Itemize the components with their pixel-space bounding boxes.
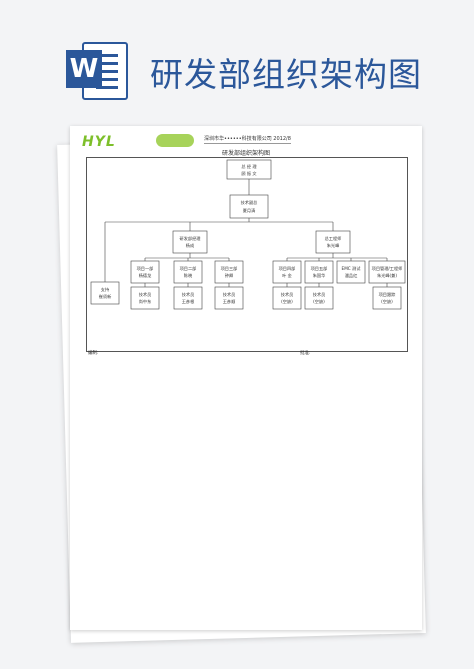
header-banner: W 研发部组织架构图 xyxy=(0,0,474,118)
node-root-line2: 顾 振 文 xyxy=(241,170,257,177)
document-title: 研发部组织架构图 xyxy=(221,150,270,157)
node-tech2-line2: 王彦根 xyxy=(182,298,195,305)
node-director-line1: 技术副总 xyxy=(241,199,258,206)
word-icon: W xyxy=(66,40,128,100)
node-tech1-line2: 尚中东 xyxy=(139,298,152,305)
org-chart-frame: 总 经 理 顾 振 文 技术副总 夏月清 研发部经理 杨成 总工程师 朱光峰 支… xyxy=(86,157,408,352)
node-rd-manager: 研发部经理 杨成 xyxy=(172,230,208,254)
node-ce1-staff-line2: (空缺) xyxy=(281,298,293,305)
node-tech3-line2: 王彦顺 xyxy=(223,298,236,305)
node-ce3: EMC 测试 潘品红 xyxy=(336,260,366,284)
node-root-line1: 总 经 理 xyxy=(241,163,257,169)
footer-prepared-by: 编制: xyxy=(88,351,99,356)
node-ce3-line1: EMC 测试 xyxy=(342,265,362,272)
node-tech2: 技术员 王彦根 xyxy=(173,286,203,310)
page-title: 研发部组织架构图 xyxy=(150,55,422,94)
node-ce4-staff-line2: (空缺) xyxy=(381,298,393,305)
node-ce4-line2: 朱光峰(兼) xyxy=(377,272,397,279)
node-tech1: 技术员 尚中东 xyxy=(130,286,160,310)
node-ce2-line1: 项目五部 xyxy=(311,265,328,272)
node-ce1-staff-line1: 技术员 xyxy=(281,291,294,298)
node-ce2-staff: 技术员 (空缺) xyxy=(304,286,334,310)
node-root: 总 经 理 顾 振 文 xyxy=(226,159,272,180)
node-tech3: 技术员 王彦顺 xyxy=(214,286,244,310)
node-ce4-line1: 项目管理/工程师 xyxy=(372,265,403,272)
node-director: 技术副总 夏月清 xyxy=(229,194,269,219)
node-pm3: 项目三部 钟卿 xyxy=(214,260,244,284)
node-pm3-line2: 钟卿 xyxy=(225,272,233,279)
node-sales-line1: 支持 xyxy=(101,286,109,293)
node-pm2: 项目二部 陈晓 xyxy=(173,260,203,284)
node-ce1-staff: 技术员 (空缺) xyxy=(272,286,302,310)
node-ce2-line2: 朱国华 xyxy=(313,272,326,279)
node-ce2-staff-line1: 技术员 xyxy=(313,291,326,298)
node-ce2-staff-line2: (空缺) xyxy=(313,298,325,305)
node-ce3-line2: 潘品红 xyxy=(345,272,358,279)
org-chart: 总 经 理 顾 振 文 技术副总 夏月清 研发部经理 杨成 总工程师 朱光峰 支… xyxy=(90,159,406,310)
node-ce4-staff: 项目跟踪 (空缺) xyxy=(372,286,402,310)
node-chief-engineer-line1: 总工程师 xyxy=(325,235,342,242)
node-ce4-staff-line1: 项目跟踪 xyxy=(379,291,397,298)
logo-leaf-icon xyxy=(156,134,194,147)
document-page: HYL 深圳市华••••••科技有限公司 2012/8 研发部组织架构图 xyxy=(70,126,422,630)
node-tech3-line1: 技术员 xyxy=(223,291,236,298)
node-rd-manager-line2: 杨成 xyxy=(186,242,194,249)
org-connectors xyxy=(104,179,388,287)
node-pm1-line2: 杨德龙 xyxy=(139,272,152,279)
node-ce1: 项目四部 叶 金 xyxy=(272,260,302,284)
node-ce1-line2: 叶 金 xyxy=(282,272,293,279)
node-ce1-line1: 项目四部 xyxy=(279,265,296,272)
node-pm1-line1: 项目一部 xyxy=(137,265,154,272)
footer-approved-by: 批准: xyxy=(300,351,311,356)
node-tech2-line1: 技术员 xyxy=(182,291,195,298)
node-chief-engineer: 总工程师 朱光峰 xyxy=(315,230,351,254)
node-sales: 支持 崔须新 xyxy=(90,281,120,305)
company-logo: HYL xyxy=(82,134,116,150)
node-chief-engineer-line2: 朱光峰 xyxy=(327,242,340,249)
node-director-line2: 夏月清 xyxy=(243,207,256,214)
node-rd-manager-line1: 研发部经理 xyxy=(180,235,202,242)
node-ce4: 项目管理/工程师 朱光峰(兼) xyxy=(368,260,406,284)
node-pm1: 项目一部 杨德龙 xyxy=(130,260,160,284)
company-name: 深圳市华••••••科技有限公司 2012/8 xyxy=(204,136,291,144)
node-ce2: 项目五部 朱国华 xyxy=(304,260,334,284)
node-pm2-line2: 陈晓 xyxy=(184,272,193,279)
node-sales-line2: 崔须新 xyxy=(99,293,112,300)
node-pm2-line1: 项目二部 xyxy=(180,265,197,272)
node-pm3-line1: 项目三部 xyxy=(221,265,238,272)
node-tech1-line1: 技术员 xyxy=(139,291,152,298)
